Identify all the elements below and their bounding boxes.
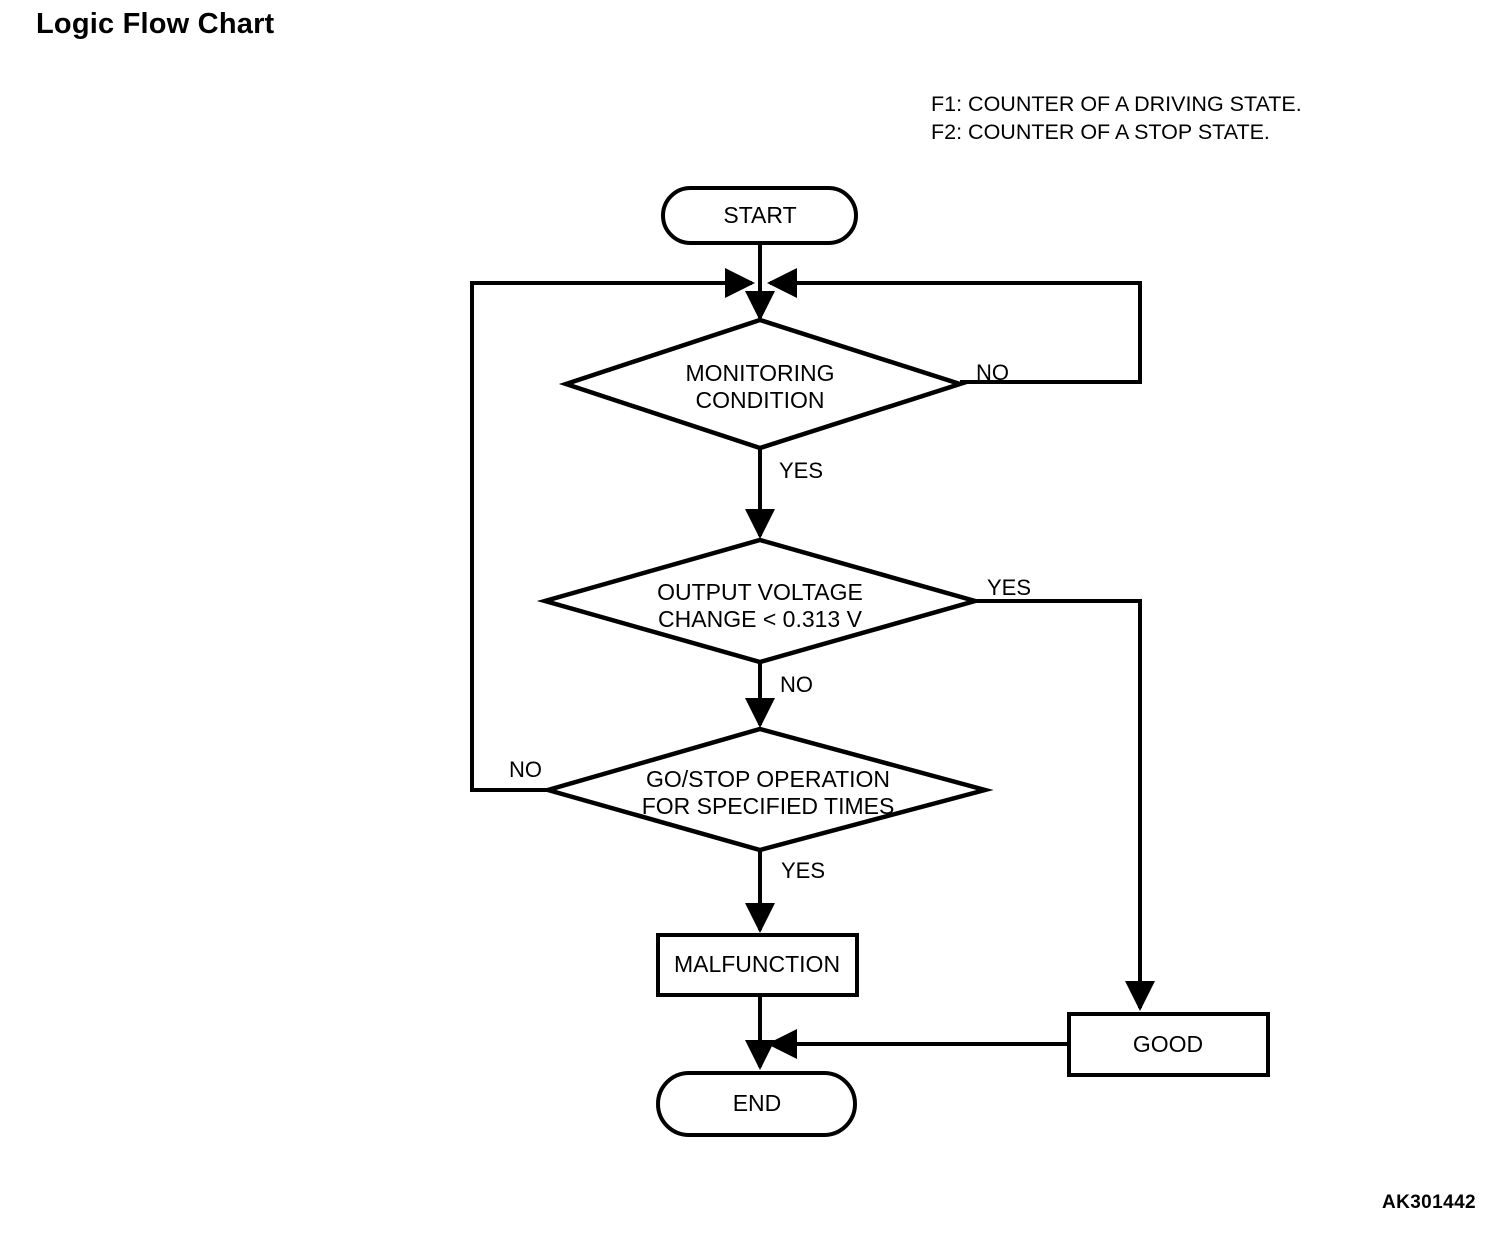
branch-label-monitoring-yes: YES — [779, 458, 823, 483]
output-voltage-label-line2: CHANGE < 0.313 V — [658, 606, 863, 632]
edge-gostop-no-feedback — [470, 268, 755, 792]
branch-label-gostop-no: NO — [509, 757, 542, 782]
good-shape — [1067, 1012, 1270, 1077]
end-label: END — [733, 1090, 782, 1116]
node-good[interactable]: GOOD — [1067, 1012, 1270, 1077]
node-start[interactable]: START — [661, 186, 858, 245]
edge-voltage-yes-to-good — [975, 599, 1155, 1011]
branch-label-voltage-yes: YES — [987, 575, 1031, 600]
legend-line-f1: F1: COUNTER OF A DRIVING STATE. — [931, 92, 1302, 116]
monitoring-condition-shape — [558, 317, 968, 451]
monitoring-condition-label-line1: MONITORING — [685, 360, 834, 386]
gostop-operation-label-line2: FOR SPECIFIED TIMES — [642, 793, 895, 819]
good-label: GOOD — [1133, 1031, 1203, 1057]
node-malfunction[interactable]: MALFUNCTION — [656, 933, 859, 997]
page-title: Logic Flow Chart — [36, 8, 275, 40]
branch-label-gostop-yes: YES — [781, 858, 825, 883]
start-shape — [661, 186, 858, 245]
figure-id: AK301442 — [1381, 1192, 1476, 1213]
monitoring-condition-label-line2: CONDITION — [695, 387, 824, 413]
end-shape — [656, 1071, 857, 1137]
gostop-operation-shape — [539, 726, 994, 853]
edge-monitoring-no-feedback — [767, 268, 1142, 384]
gostop-operation-label-line1: GO/STOP OPERATION — [646, 766, 890, 792]
output-voltage-label-line1: OUTPUT VOLTAGE — [657, 579, 863, 605]
legend-block: F1: COUNTER OF A DRIVING STATE. F2: COUN… — [931, 90, 1302, 146]
start-label: START — [723, 202, 796, 228]
output-voltage-shape — [536, 537, 984, 665]
node-output-voltage[interactable]: OUTPUT VOLTAGE CHANGE < 0.313 V — [536, 537, 984, 665]
node-gostop-operation[interactable]: GO/STOP OPERATION FOR SPECIFIED TIMES — [539, 726, 994, 853]
malfunction-label: MALFUNCTION — [674, 951, 840, 977]
node-monitoring-condition[interactable]: MONITORING CONDITION — [558, 317, 968, 451]
legend-line-f2: F2: COUNTER OF A STOP STATE. — [931, 120, 1270, 144]
branch-label-monitoring-no: NO — [976, 360, 1009, 385]
branch-label-voltage-no: NO — [780, 672, 813, 697]
malfunction-shape — [656, 933, 859, 997]
node-end[interactable]: END — [656, 1071, 857, 1137]
